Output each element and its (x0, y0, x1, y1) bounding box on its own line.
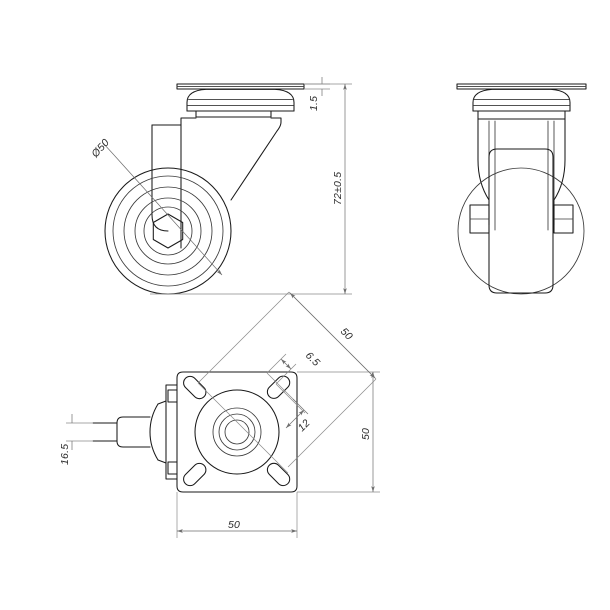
flange-link-bottom (157, 459, 167, 464)
plate-edge-tab-top (167, 389, 178, 403)
axle-hex-nut-side (152, 213, 184, 249)
view-front-elevation (456, 83, 587, 295)
view-partial-side (92, 384, 178, 480)
dimension-label-plate-thickness: 1.5 (308, 96, 320, 111)
bolt-slot-bottom-left (183, 462, 207, 487)
dimension-label-plate-depth: 50 (360, 428, 372, 440)
swivel-housing-side (186, 88, 295, 112)
dimension-hub-width: 16.5 (59, 414, 93, 465)
view-plan (176, 371, 298, 493)
axle-bolt-left-front (469, 204, 490, 234)
bolt-slot-top-left (183, 375, 207, 400)
bolt-slot-bottom-right (266, 462, 291, 487)
swivel-neck-front (477, 110, 566, 120)
swivel-raceway-plan (194, 389, 280, 475)
mounting-plate-plan (176, 371, 298, 493)
wheel-front (457, 148, 585, 295)
swivel-housing-front (472, 88, 571, 112)
hub-flange (149, 403, 159, 461)
bolt-slot-top-right (266, 375, 291, 399)
flange-link-top (157, 400, 167, 405)
dimension-plate-width: 50 (176, 492, 298, 538)
plate-edge-tab-bottom (167, 461, 178, 475)
view-side-elevation (104, 83, 305, 295)
hub-boss (116, 416, 151, 448)
dimension-label-hub-width: 16.5 (59, 444, 71, 465)
mounting-plate-front (456, 83, 587, 90)
dimension-label-plate-width: 50 (228, 519, 240, 531)
swivel-neck-side (195, 110, 272, 118)
fork-side (151, 117, 282, 232)
axle-bolt-right-front (553, 204, 574, 234)
dimension-label-overall-height: 72±0.5 (332, 172, 344, 205)
plate-left-edge (165, 384, 178, 480)
wheel-side (104, 167, 232, 295)
